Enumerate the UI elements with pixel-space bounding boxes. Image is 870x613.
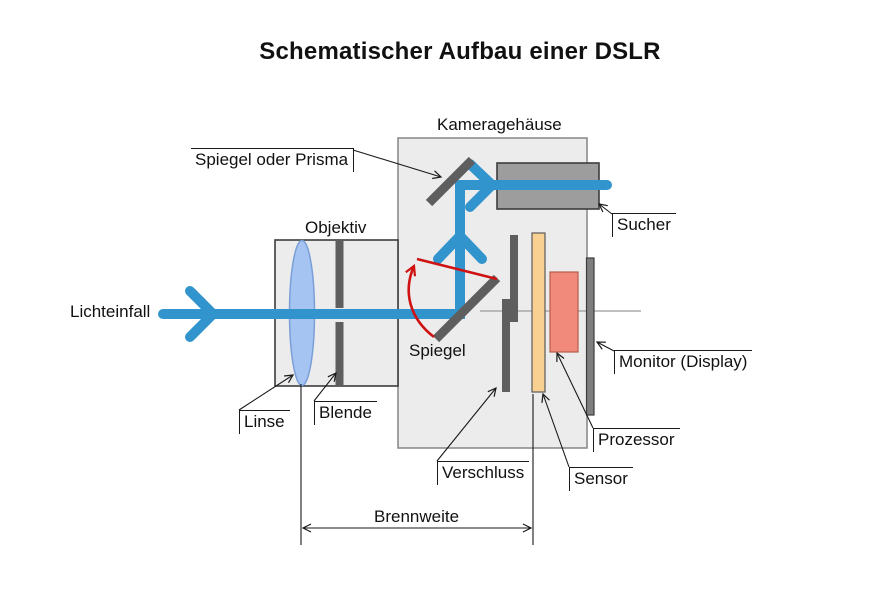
label-monitor-display: Monitor (Display) bbox=[614, 350, 753, 374]
label-lichteinfall: Lichteinfall bbox=[70, 302, 151, 321]
leader-prozessor bbox=[556, 351, 594, 429]
leader-sensor bbox=[541, 392, 570, 468]
leader-verschluss bbox=[436, 386, 497, 462]
leader-spiegel-oder-prisma bbox=[352, 149, 443, 180]
monitor-bar bbox=[585, 257, 595, 416]
aperture-blade-bottom bbox=[335, 322, 344, 386]
light-beam bbox=[158, 180, 612, 319]
label-prozessor: Prozessor bbox=[593, 428, 680, 452]
label-linse: Linse bbox=[239, 410, 290, 434]
aperture-blade-top bbox=[335, 240, 344, 308]
sensor-bar bbox=[531, 232, 546, 393]
label-kameragehaeuse: Kameragehäuse bbox=[437, 115, 562, 134]
label-sucher: Sucher bbox=[612, 213, 676, 237]
focal-length-dimension bbox=[300, 384, 534, 545]
pentaprism-mirror bbox=[425, 156, 476, 207]
leader-sucher bbox=[597, 203, 613, 215]
label-brennweite: Brennweite bbox=[374, 507, 460, 526]
label-objektiv: Objektiv bbox=[305, 218, 367, 237]
processor-block bbox=[549, 271, 579, 353]
shutter-curtain-rear bbox=[510, 235, 518, 322]
shutter-curtain-front bbox=[502, 299, 510, 392]
label-blende: Blende bbox=[314, 401, 377, 425]
label-spiegel-oder-prisma: Spiegel oder Prisma bbox=[191, 148, 355, 172]
mirror-flip-annotation bbox=[409, 257, 498, 339]
mirror-rotation-arc bbox=[409, 266, 435, 339]
label-verschluss: Verschluss bbox=[437, 461, 530, 485]
label-sensor: Sensor bbox=[569, 467, 633, 491]
beam-arrowhead-viewfinder bbox=[465, 159, 497, 212]
label-spiegel: Spiegel bbox=[409, 341, 466, 360]
beam-arrowhead-up bbox=[433, 231, 487, 264]
page-title: Schematischer Aufbau einer DSLR bbox=[259, 38, 661, 65]
main-mirror bbox=[432, 274, 501, 343]
leader-linse bbox=[238, 374, 295, 411]
mirror-flipped-position-line bbox=[416, 257, 498, 281]
beam-arrowhead-entry bbox=[185, 286, 218, 342]
leader-blende bbox=[313, 371, 337, 402]
leader-monitor bbox=[595, 341, 615, 352]
